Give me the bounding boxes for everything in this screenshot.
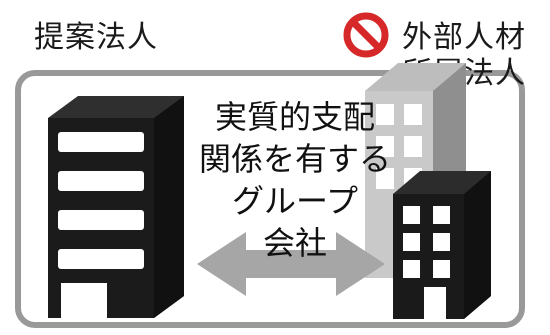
group-company-text: 実質的支配 関係を有する グループ 会社 [185, 96, 405, 264]
external-talent-label-line-1: 外部人材 [402, 20, 526, 55]
double-arrow-icon [197, 232, 385, 296]
group-company-text-line-3: グループ [231, 182, 359, 220]
group-company-text-line-4: 会社 [262, 224, 327, 262]
group-company-text-line-2: 関係を有する [198, 140, 391, 178]
left-building-icon [48, 96, 184, 318]
right-building-icon [393, 171, 491, 319]
group-company-text-line-1: 実質的支配 [214, 98, 375, 136]
proposer-corporation-label: 提案法人 [34, 20, 158, 55]
prohibition-icon [343, 12, 389, 58]
